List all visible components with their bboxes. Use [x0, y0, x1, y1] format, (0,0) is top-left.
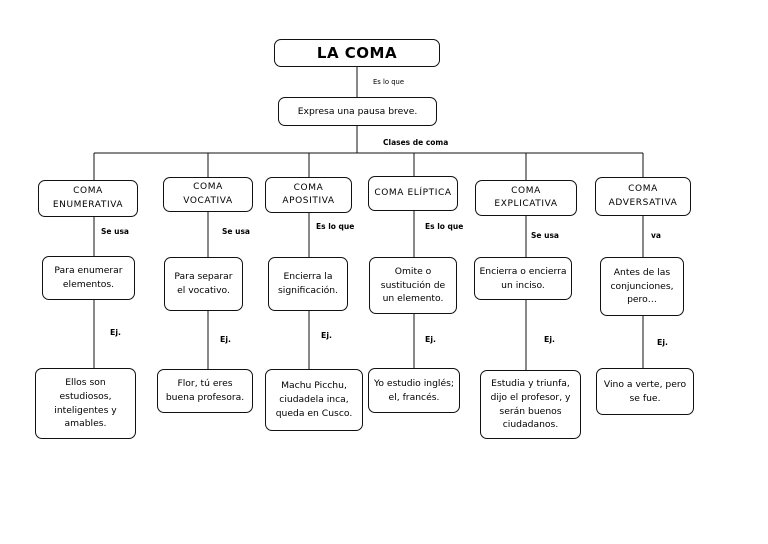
example-box-apositiva: Machu Picchu, ciudadela inca, queda en C… [265, 369, 363, 431]
description-box-adversativa: Antes de las conjunciones, pero… [600, 257, 684, 316]
example-label: Ej. [220, 335, 231, 344]
link-label: Es lo que [425, 222, 464, 231]
example-box-adversativa: Vino a verte, pero se fue. [596, 368, 694, 415]
title-text: LA COMA [316, 43, 398, 62]
example-label: Ej. [110, 328, 121, 337]
example-box-explicativa: Estudia y triunfa, dijo el profesor, y s… [480, 370, 581, 439]
category-box-explicativa: COMA EXPLICATIVA [475, 180, 577, 216]
category-name: COMA ELÍPTICA [374, 187, 452, 198]
link-label: Se usa [101, 227, 129, 236]
category-name: COMA APOSITIVA [282, 182, 335, 207]
category-box-enumerativa: COMA ENUMERATIVA [38, 180, 138, 217]
definition-box: Expresa una pausa breve. [278, 97, 437, 126]
description-text: Omite o sustitución de un elemento. [380, 265, 446, 305]
example-text: Machu Picchu, ciudadela inca, queda en C… [275, 380, 353, 419]
description-text: Encierra la significación. [278, 271, 338, 296]
description-box-enumerativa: Para enumerar elementos. [42, 256, 135, 300]
example-text: Vino a verte, pero se fue. [603, 378, 687, 404]
example-label: Ej. [321, 331, 332, 340]
category-box-vocativa: COMA VOCATIVA [163, 177, 253, 212]
example-text: Estudia y triunfa, dijo el profesor, y s… [490, 377, 571, 431]
description-text: Para separar el vocativo. [174, 271, 233, 296]
root-link-label: Es lo que [373, 78, 405, 86]
description-text: Para enumerar elementos. [54, 265, 123, 290]
example-text: Flor, tú eres buena profesora. [165, 378, 245, 403]
classes-label: Clases de coma [383, 138, 449, 147]
category-name: COMA ADVERSATIVA [608, 184, 678, 208]
description-box-explicativa: Encierra o encierra un inciso. [474, 257, 572, 300]
link-label: Se usa [222, 227, 250, 236]
category-name: COMA VOCATIVA [183, 182, 233, 206]
title-box: LA COMA [274, 39, 440, 67]
category-name: COMA ENUMERATIVA [52, 186, 124, 210]
description-text: Antes de las conjunciones, pero… [610, 266, 674, 306]
category-name: COMA EXPLICATIVA [494, 185, 558, 210]
example-box-enumerativa: Ellos son estudiosos, inteligentes y ama… [35, 368, 136, 439]
description-box-eliptica: Omite o sustitución de un elemento. [369, 257, 457, 314]
example-text: Ellos son estudiosos, inteligentes y ama… [54, 376, 117, 430]
category-box-eliptica: COMA ELÍPTICA [368, 176, 458, 211]
description-box-apositiva: Encierra la significación. [268, 257, 348, 311]
link-label: Es lo que [316, 222, 355, 231]
example-label: Ej. [425, 335, 436, 344]
example-box-vocativa: Flor, tú eres buena profesora. [157, 369, 253, 413]
description-text: Encierra o encierra un inciso. [479, 265, 567, 291]
example-label: Ej. [544, 335, 555, 344]
description-box-vocativa: Para separar el vocativo. [164, 257, 243, 311]
example-box-eliptica: Yo estudio inglés; el, francés. [368, 368, 460, 413]
definition-text: Expresa una pausa breve. [297, 105, 418, 117]
link-label: va [651, 231, 661, 240]
example-label: Ej. [657, 338, 668, 347]
category-box-apositiva: COMA APOSITIVA [265, 177, 352, 213]
link-label: Se usa [531, 231, 559, 240]
category-box-adversativa: COMA ADVERSATIVA [595, 177, 691, 216]
example-text: Yo estudio inglés; el, francés. [373, 377, 455, 403]
